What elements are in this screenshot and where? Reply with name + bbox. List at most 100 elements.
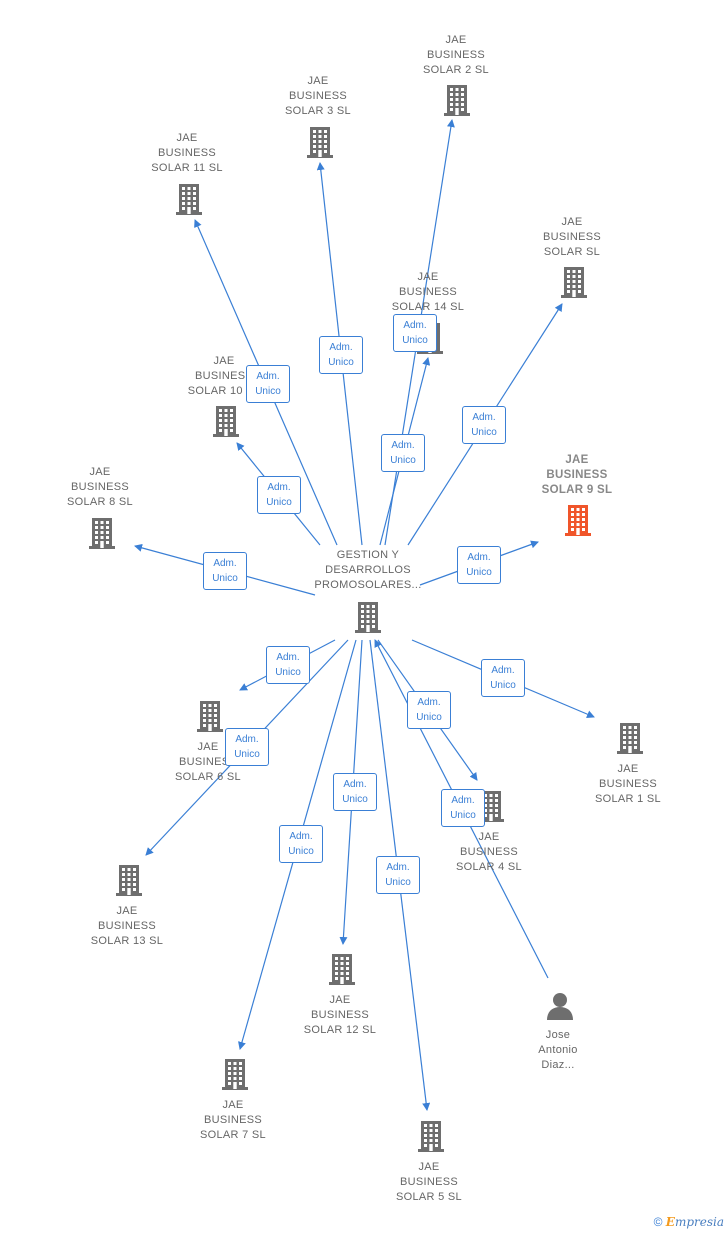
node-label-line: SOLAR 2 SL <box>423 64 489 76</box>
relation-label[interactable]: Adm. Unico <box>381 434 425 472</box>
relation-label[interactable]: Adm. Unico <box>319 336 363 374</box>
relation-label-line: Unico <box>471 427 497 438</box>
node-label-line: SOLAR 8 SL <box>67 496 133 508</box>
building-icon <box>329 954 355 985</box>
relation-label[interactable]: Adm. Unico <box>441 789 485 827</box>
node-label-line: JAE <box>329 994 351 1006</box>
relation-label-line: Adm. <box>386 862 410 873</box>
node-label-line: BUSINESS <box>459 846 519 858</box>
node-label: JAE BUSINESS SOLAR 14 SL <box>368 270 488 315</box>
relation-label[interactable]: Adm. Unico <box>376 856 420 894</box>
building-icon <box>307 127 333 158</box>
relation-label-line: Adm. <box>403 320 427 331</box>
building-icon <box>116 865 142 896</box>
building-icon <box>565 505 591 536</box>
relation-label-line: Adm. <box>256 371 280 382</box>
node-label-line: Antonio <box>538 1044 578 1056</box>
node-label-line: Diaz... <box>541 1059 575 1071</box>
node-label-line: BUSINESS <box>310 1009 370 1021</box>
node-label-line: JAE <box>197 741 219 753</box>
relation-label-line: Adm. <box>329 342 353 353</box>
node-label-line: BUSINESS <box>203 1114 263 1126</box>
building-icon <box>418 1121 444 1152</box>
person-icon <box>547 993 573 1020</box>
relation-label-line: Unico <box>390 455 416 466</box>
relation-label[interactable]: Adm.Unico <box>257 476 301 514</box>
relation-label-line: Unico <box>266 497 292 508</box>
node-label-line: BUSINESS <box>70 481 130 493</box>
node-label-line: SOLAR 11 SL <box>151 162 223 174</box>
relation-label[interactable]: Adm. Unico <box>393 314 437 352</box>
node-label-line: JAE <box>565 454 589 466</box>
relation-label-line: Unico <box>275 667 301 678</box>
node-label-line: SOLAR 6 SL <box>175 771 241 783</box>
node-label-line: JAE <box>307 75 329 87</box>
node-label-line: BUSINESS <box>178 756 238 768</box>
node-label-line: SOLAR 12 SL <box>303 1024 377 1036</box>
node-label-line: BUSINESS <box>398 286 458 298</box>
node-label-line: BUSINESS <box>598 778 658 790</box>
node-label-line: SOLAR 4 SL <box>456 861 522 873</box>
node-label-line: JAE <box>176 132 198 144</box>
relation-label-line: Adm. <box>391 440 415 451</box>
node-label-line: SOLAR 14 SL <box>391 301 465 313</box>
node-label-line: JAE <box>418 1161 440 1173</box>
node-label: JAE BUSINESS SOLAR 6 SL <box>148 740 268 785</box>
relation-label-line: Adm. <box>472 412 496 423</box>
relation-label[interactable]: Adm. Unico <box>246 365 290 403</box>
node-label-line: JAE <box>417 271 439 283</box>
node-label-line: SOLAR 13 SL <box>90 935 164 947</box>
relation-label-line: Unico <box>255 386 281 397</box>
relation-label[interactable]: Adm. Unico <box>266 646 310 684</box>
relation-label[interactable]: Adm.Unico <box>457 546 501 584</box>
relation-label-line: Adm. <box>213 558 237 569</box>
building-icon <box>176 184 202 215</box>
relation-label-line: Unico <box>402 335 428 346</box>
relation-label-line: Adm. <box>235 734 259 745</box>
brand-logo[interactable]: Empresia <box>665 1215 724 1229</box>
node-label-line: PROMOSOLARES... <box>314 579 422 591</box>
relation-label-line: Unico <box>234 749 260 760</box>
node-label-line: DESARROLLOS <box>325 564 411 576</box>
node-label-line: SOLAR 7 SL <box>200 1129 266 1141</box>
relation-label[interactable]: Adm. Unico <box>462 406 506 444</box>
relation-label-line: Unico <box>450 810 476 821</box>
relation-label[interactable]: Adm.Unico <box>279 825 323 863</box>
node-label-line: JAE <box>213 355 235 367</box>
relation-label-line: Adm. <box>276 652 300 663</box>
relation-label[interactable]: Adm. Unico <box>407 691 451 729</box>
node-label-line: JAE <box>116 905 138 917</box>
relation-label-line: Unico <box>416 712 442 723</box>
building-icon <box>478 791 504 822</box>
relation-label-line: Unico <box>466 567 492 578</box>
relation-label-line: Adm. <box>289 831 313 842</box>
relation-label-line: Adm. <box>417 697 441 708</box>
relation-label-line: Adm. <box>451 795 475 806</box>
node-label-line: JAE <box>478 831 500 843</box>
node-label-line: SOLAR 3 SL <box>285 105 351 117</box>
node-label-line: JAE <box>89 466 111 478</box>
building-icon <box>197 701 223 732</box>
relation-label[interactable]: Adm.Unico <box>333 773 377 811</box>
relation-label[interactable]: Adm. Unico <box>225 728 269 766</box>
relation-label[interactable]: Adm.Unico <box>203 552 247 590</box>
node-label-line: JAE <box>617 763 639 775</box>
relation-label[interactable]: Adm.Unico <box>481 659 525 697</box>
relation-label-line: Unico <box>385 877 411 888</box>
node-label-line: JAE <box>445 34 467 46</box>
node-label-line: BUSINESS <box>426 49 486 61</box>
building-icon <box>89 518 115 549</box>
node-label-line: GESTION Y <box>336 549 400 561</box>
building-icon <box>355 602 381 633</box>
building-icon <box>617 723 643 754</box>
relation-label-line: Unico <box>342 794 368 805</box>
node-label: JAE BUSINESS SOLAR 4 SL <box>429 830 549 875</box>
relation-label-line: Unico <box>328 357 354 368</box>
